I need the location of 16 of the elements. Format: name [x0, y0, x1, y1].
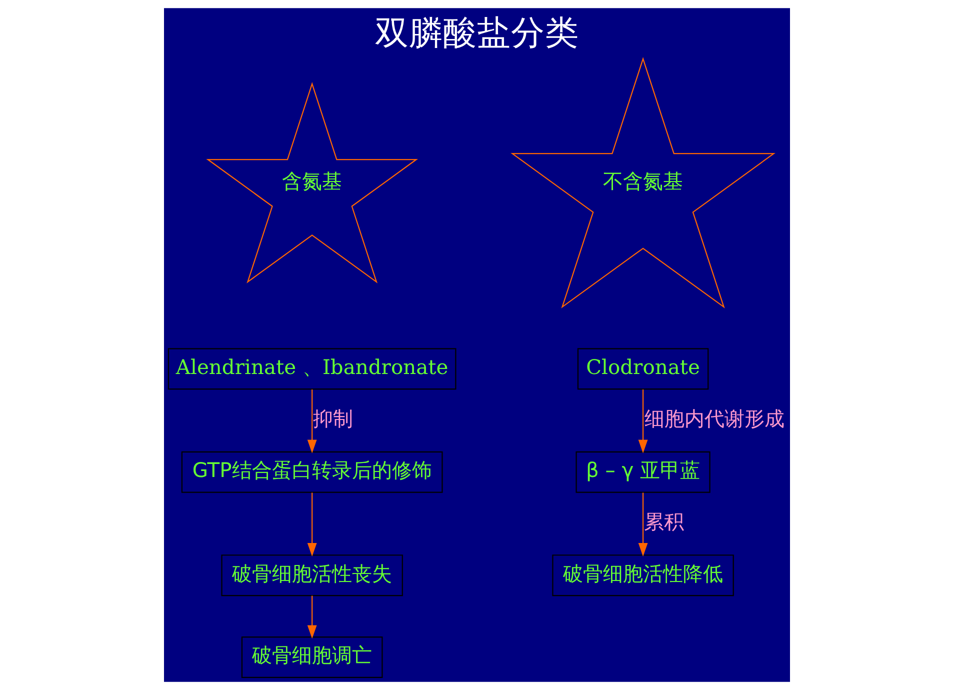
edge-label: 累积 — [644, 510, 684, 534]
arrow — [638, 389, 648, 454]
diagram-title: 双膦酸盐分类 — [375, 13, 579, 52]
node-box: 破骨细胞活性丧失 — [221, 554, 403, 596]
node-box: β – γ 亚甲蓝 — [576, 451, 710, 493]
edge-label: 细胞内代谢形成 — [644, 406, 784, 430]
node-box: 破骨细胞调亡 — [241, 636, 383, 678]
node-box: 破骨细胞活性降低 — [552, 554, 734, 596]
arrow — [307, 492, 317, 556]
edge-label: 抑制 — [312, 406, 353, 430]
node-box: GTP结合蛋白转录后的修饰 — [181, 451, 443, 493]
arrow — [638, 492, 648, 556]
arrow — [307, 596, 317, 639]
arrow — [307, 389, 317, 454]
node-box: Alendrinate 、Ibandronate — [168, 348, 456, 390]
node-box: Clodronate — [577, 348, 709, 390]
